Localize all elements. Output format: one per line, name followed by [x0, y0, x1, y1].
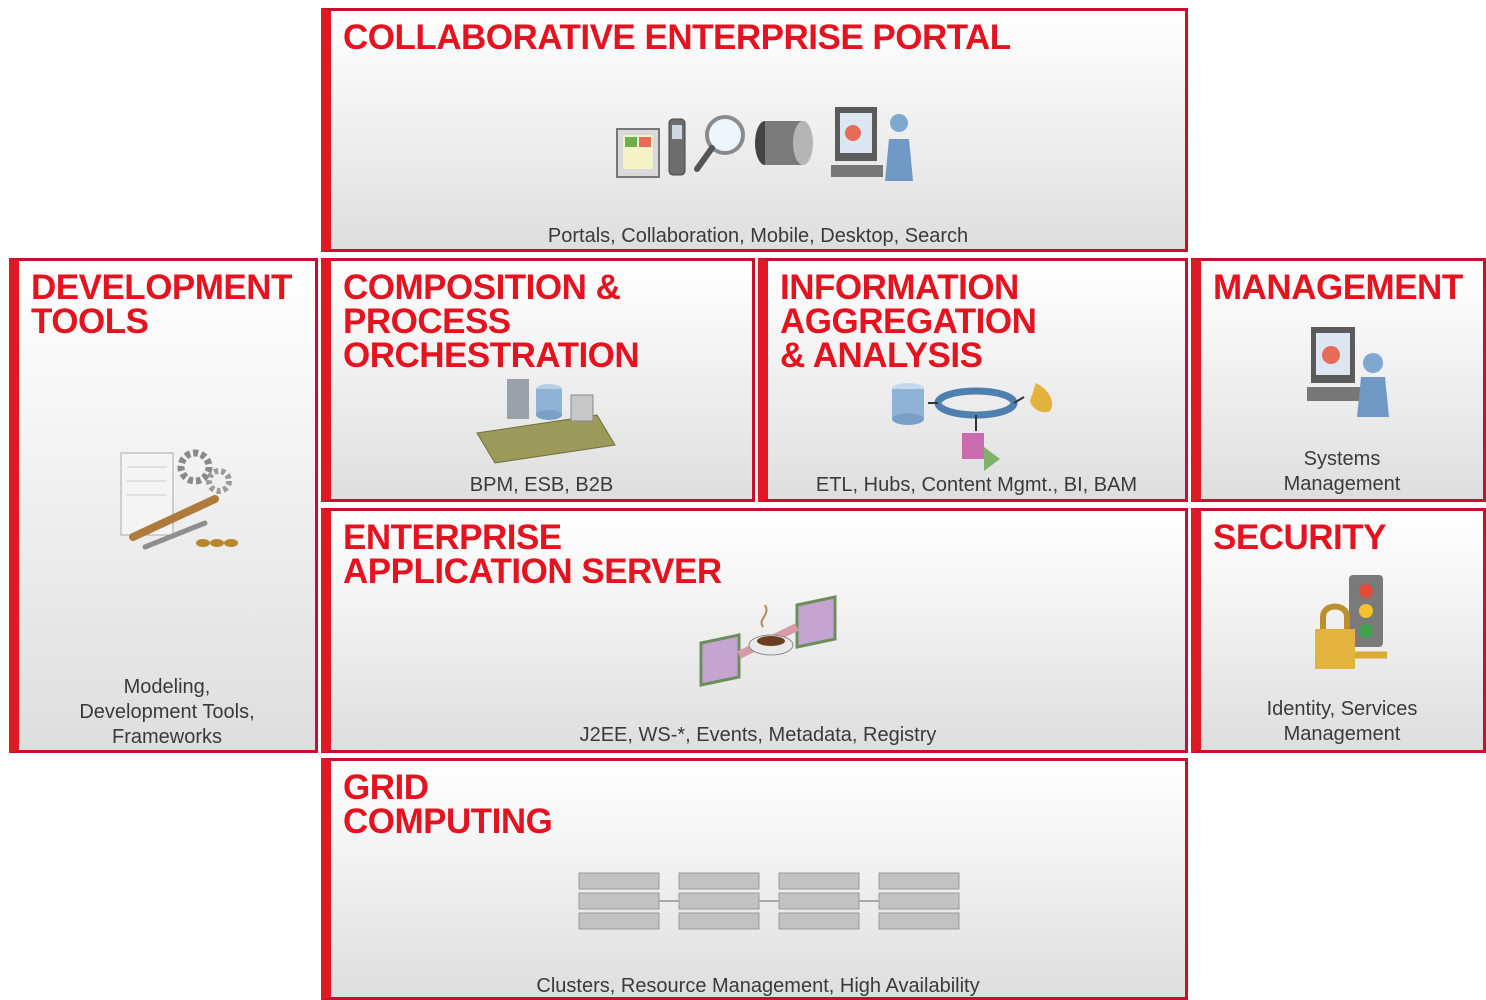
cylinder-icon [755, 121, 813, 165]
appserver-caption: J2EE, WS-*, Events, Metadata, Registry [579, 724, 937, 746]
lock-traffic-light-icon [1315, 575, 1387, 669]
security-title: SECURITY [1213, 518, 1386, 557]
composition-caption: BPM, ESB, B2B [469, 474, 614, 496]
management-title: MANAGEMENT [1213, 268, 1463, 307]
devtools-panel: DEVELOPMENT TOOLS Modeling, Development … [9, 258, 318, 753]
desktop-user-icon [831, 107, 913, 181]
conveyor-icon [476, 379, 616, 464]
information-title: INFORMATION AGGREGATION & ANALYSIS [780, 268, 1037, 375]
grid-title: GRID COMPUTING [343, 768, 553, 841]
security-caption: Identity, Services Management [1266, 698, 1418, 745]
devtools-caption: Modeling, Development Tools, Frameworks [79, 676, 255, 748]
appserver-panel: ENTERPRISE APPLICATION SERVER J2EE, WS-*… [321, 508, 1188, 753]
monitor-user-icon [1307, 327, 1389, 417]
management-panel: MANAGEMENT Systems Management [1191, 258, 1486, 502]
portal-panel: COLLABORATIVE ENTERPRISE PORTAL [321, 8, 1188, 252]
composition-title: COMPOSITION & PROCESS ORCHESTRATION [343, 268, 640, 375]
information-caption: ETL, Hubs, Content Mgmt., BI, BAM [815, 474, 1138, 496]
coffee-connector-icon [699, 595, 837, 687]
data-flow-icon [892, 383, 1053, 471]
tools-icon [120, 449, 238, 550]
mobile-phone-icon [668, 118, 686, 176]
management-caption: Systems Management [1283, 448, 1401, 495]
security-panel: SECURITY Identity, Services Management [1191, 508, 1486, 753]
grid-panel: GRID COMPUTING Clusters, Resource Manage… [321, 758, 1188, 1000]
devtools-title: DEVELOPMENT TOOLS [31, 268, 292, 341]
grid-caption: Clusters, Resource Management, High Avai… [536, 975, 980, 997]
server-cluster-icon [578, 872, 960, 930]
magnifier-icon [694, 115, 745, 172]
information-panel: INFORMATION AGGREGATION & ANALYSIS ETL, … [758, 258, 1188, 502]
appserver-title: ENTERPRISE APPLICATION SERVER [343, 518, 722, 591]
device-panel-icon [616, 128, 660, 178]
portal-caption: Portals, Collaboration, Mobile, Desktop,… [547, 225, 969, 247]
portal-title: COLLABORATIVE ENTERPRISE PORTAL [343, 18, 1011, 57]
composition-panel: COMPOSITION & PROCESS ORCHESTRATION BPM,… [321, 258, 755, 502]
